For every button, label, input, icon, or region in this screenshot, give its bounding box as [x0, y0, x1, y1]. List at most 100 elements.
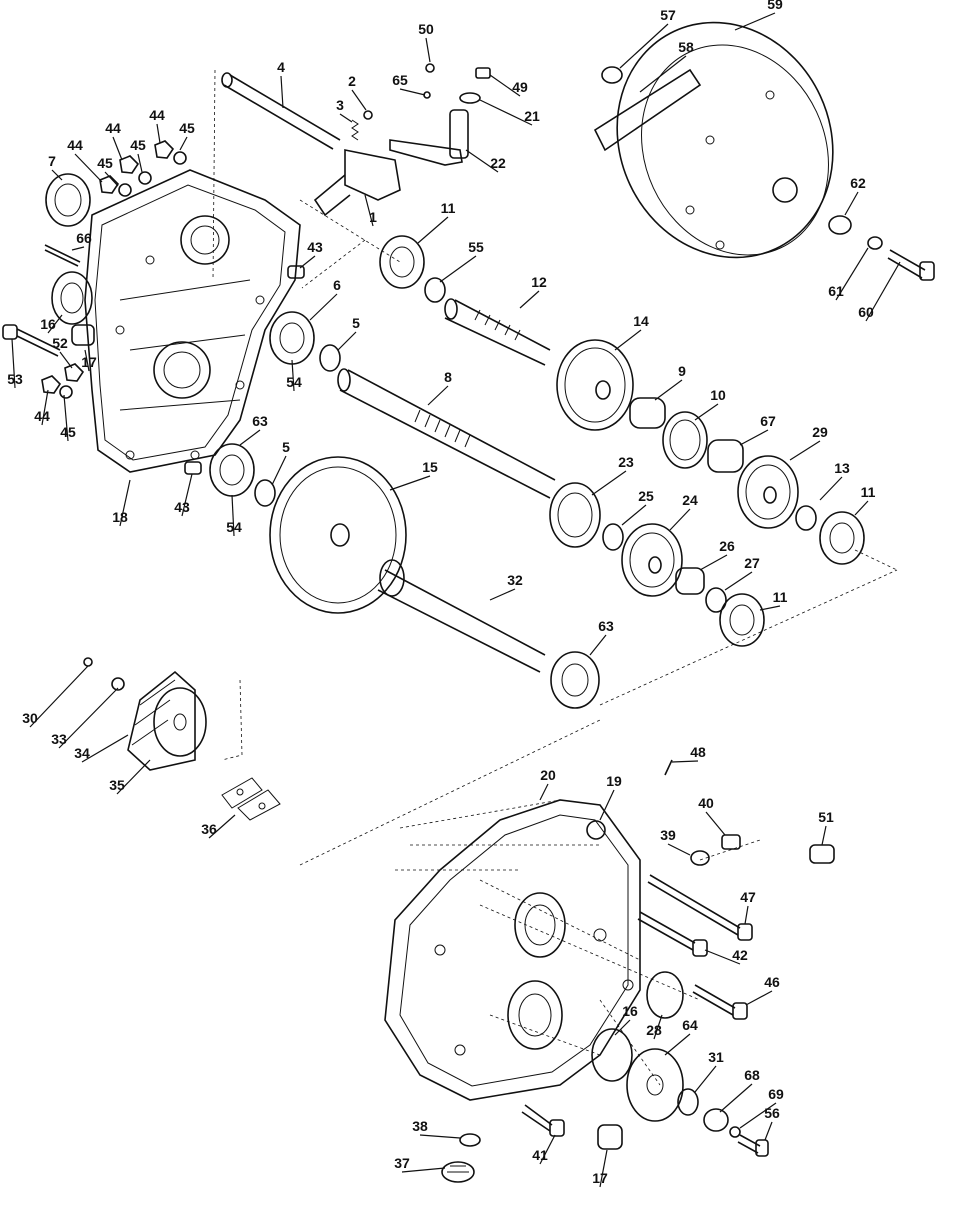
gear-14: [556, 339, 634, 431]
leader-line-13: [819, 476, 843, 501]
callout-6: 6: [333, 277, 341, 293]
needle-bearing-26: [675, 567, 705, 595]
callout-47: 47: [740, 889, 756, 905]
callout-37: 37: [394, 1155, 410, 1171]
leader-line-11: [759, 605, 781, 611]
callout-32: 32: [507, 572, 523, 588]
shim-5-lower: [254, 479, 276, 507]
bolt-60: [887, 249, 935, 281]
leader-line-16: [47, 314, 63, 334]
callout-65: 65: [392, 72, 408, 88]
leader-line-32: [489, 588, 516, 601]
callout-17: 17: [592, 1170, 608, 1186]
callout-10: 10: [710, 387, 726, 403]
leader-line-46: [745, 990, 773, 1006]
leader-line-39: [667, 843, 691, 856]
snap-ring-25: [602, 523, 624, 551]
callout-44: 44: [105, 120, 121, 136]
gear-23: [549, 482, 601, 548]
callout-18: 18: [112, 509, 128, 525]
callout-46: 46: [764, 974, 780, 990]
callout-11: 11: [773, 589, 788, 605]
leader-line-62: [844, 191, 859, 216]
sprocket-and-chain: [83, 657, 207, 771]
leader-line-5: [337, 331, 357, 351]
callout-50: 50: [418, 21, 434, 37]
callout-39: 39: [660, 827, 676, 843]
callout-24: 24: [682, 492, 698, 508]
stud-66: [44, 244, 81, 267]
alignment-lines: [212, 69, 898, 1086]
bolt-53: [2, 324, 61, 357]
leader-line-41: [539, 1134, 556, 1165]
shaft-32: [377, 559, 546, 673]
leader-line-21: [479, 99, 533, 126]
callout-38: 38: [412, 1118, 428, 1134]
callout-54: 54: [226, 519, 242, 535]
oil-seal-7: [45, 173, 91, 227]
leader-line-43: [299, 255, 316, 269]
bolt-56: [737, 1134, 769, 1157]
nuts-and-washers: [41, 140, 187, 399]
leader-line-20: [539, 783, 549, 801]
leader-line-63: [239, 429, 261, 446]
leader-line-19: [599, 789, 615, 821]
leader-line-10: [694, 403, 719, 421]
shift-fork-1: [313, 149, 401, 217]
leader-line-4: [280, 75, 284, 109]
leader-line-61: [835, 247, 869, 301]
left-case-half: [84, 169, 301, 473]
callout-16: 16: [40, 316, 56, 332]
fitting-49: [475, 67, 491, 79]
bearing-11-right: [819, 511, 865, 565]
leader-line-17: [84, 349, 90, 372]
callout-31: 31: [708, 1049, 724, 1065]
leader-line-49: [489, 74, 521, 97]
callout-23: 23: [618, 454, 634, 470]
leader-line-42: [704, 949, 741, 965]
leader-line-44: [41, 389, 49, 426]
fitting-19: [586, 820, 606, 840]
callout-13: 13: [834, 460, 850, 476]
leader-line-51: [821, 825, 827, 846]
callout-44: 44: [34, 408, 50, 424]
leader-line-45: [63, 394, 69, 442]
callout-2: 2: [348, 73, 356, 89]
callout-43: 43: [307, 239, 323, 255]
callout-61: 61: [828, 283, 844, 299]
leader-line-7: [51, 169, 63, 181]
callout-54: 54: [286, 374, 302, 390]
master-link-36: [221, 777, 281, 821]
callout-53: 53: [7, 371, 23, 387]
leader-line-11: [417, 216, 449, 244]
leader-line-36: [208, 814, 236, 839]
washer-68: [703, 1108, 729, 1132]
gear-10: [662, 411, 708, 469]
leader-line-1: [364, 194, 374, 227]
shift-arm-22: [389, 63, 491, 166]
callout-7: 7: [48, 153, 56, 169]
bushing-17-left: [71, 324, 95, 346]
bushing-9: [629, 397, 666, 429]
leader-line-63: [589, 634, 607, 656]
leader-line-5: [271, 455, 287, 486]
lockwasher-61: [867, 236, 883, 250]
leader-line-53: [11, 338, 16, 389]
leader-line-57: [619, 23, 669, 69]
leader-line-24: [669, 508, 691, 531]
callout-27: 27: [744, 555, 760, 571]
leader-line-64: [664, 1033, 691, 1056]
callout-33: 33: [51, 731, 67, 747]
callout-5: 5: [352, 315, 360, 331]
washer-39: [690, 850, 710, 866]
drawing-layer: [2, 21, 935, 1183]
leader-line-33: [58, 687, 119, 749]
callout-17: 17: [81, 354, 97, 370]
callout-45: 45: [60, 424, 76, 440]
leader-line-45: [104, 171, 119, 187]
leader-line-44: [156, 123, 161, 144]
leader-line-22: [465, 149, 499, 173]
callout-16: 16: [622, 1003, 638, 1019]
drain-plug-37: [441, 1161, 475, 1183]
